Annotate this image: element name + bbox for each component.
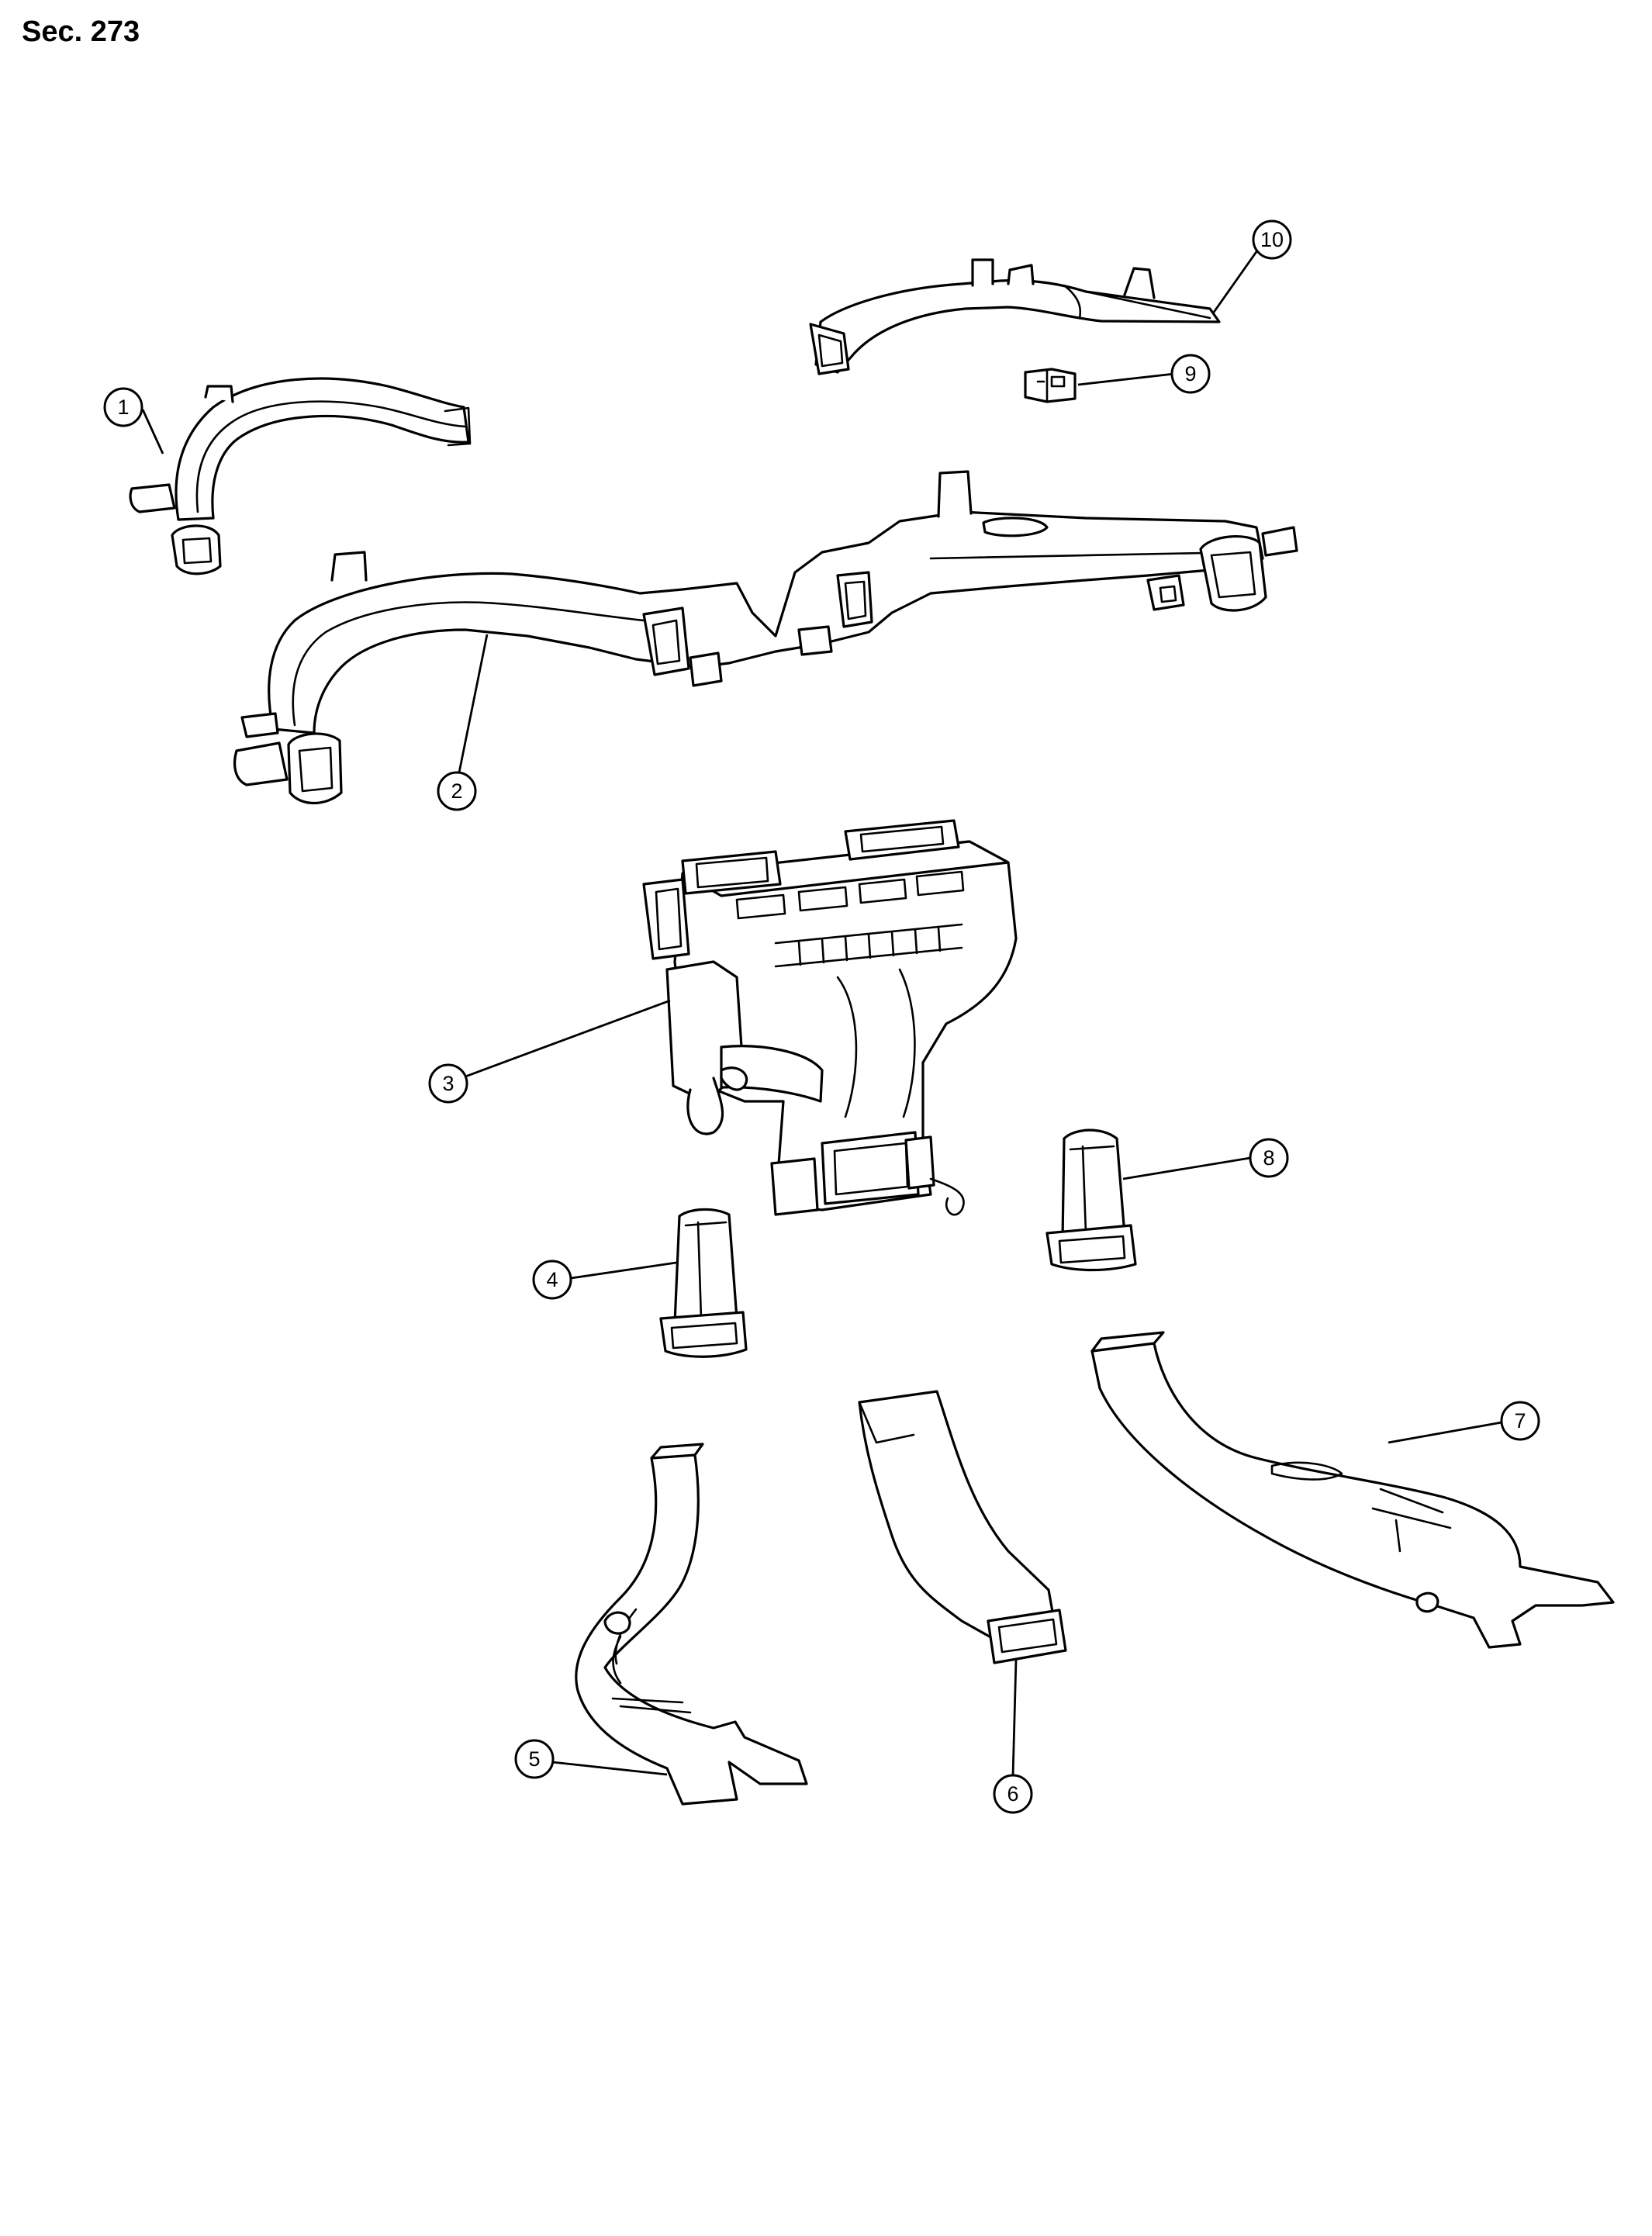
part-10-duct	[809, 258, 1221, 375]
callout-7-label: 7	[1514, 1409, 1526, 1432]
part-9-clip	[1024, 368, 1077, 403]
callout-5-label: 5	[528, 1747, 540, 1771]
callout-8-label: 8	[1263, 1146, 1274, 1170]
callout-6: 6	[993, 1774, 1033, 1814]
callout-1: 1	[103, 387, 143, 427]
part-2-duct	[233, 470, 1298, 805]
callout-7: 7	[1500, 1401, 1540, 1441]
callout-3: 3	[428, 1063, 468, 1104]
part-4-foot-duct	[659, 1208, 748, 1358]
callout-4: 4	[532, 1260, 572, 1300]
section-label: Sec. 273	[22, 16, 140, 48]
callout-5: 5	[514, 1739, 555, 1779]
callout-9: 9	[1170, 354, 1211, 394]
callout-8: 8	[1249, 1138, 1289, 1178]
callout-10: 10	[1252, 219, 1292, 260]
part-8-foot-duct	[1045, 1128, 1137, 1272]
part-6-center-duct	[858, 1390, 1067, 1664]
leader-lines	[141, 244, 1502, 1777]
part-1-duct	[129, 377, 472, 575]
callout-1-label: 1	[117, 396, 129, 419]
callout-2: 2	[437, 771, 477, 811]
callout-2-label: 2	[451, 779, 462, 803]
callout-3-label: 3	[442, 1072, 454, 1095]
part-7-rear-duct	[1090, 1331, 1615, 1649]
callout-6-label: 6	[1007, 1782, 1018, 1806]
callout-9-label: 9	[1184, 362, 1196, 385]
callout-4-label: 4	[546, 1268, 558, 1291]
part-3-heater-unit	[642, 819, 1018, 1216]
callout-10-label: 10	[1260, 228, 1284, 251]
part-5-rear-duct	[575, 1443, 808, 1806]
